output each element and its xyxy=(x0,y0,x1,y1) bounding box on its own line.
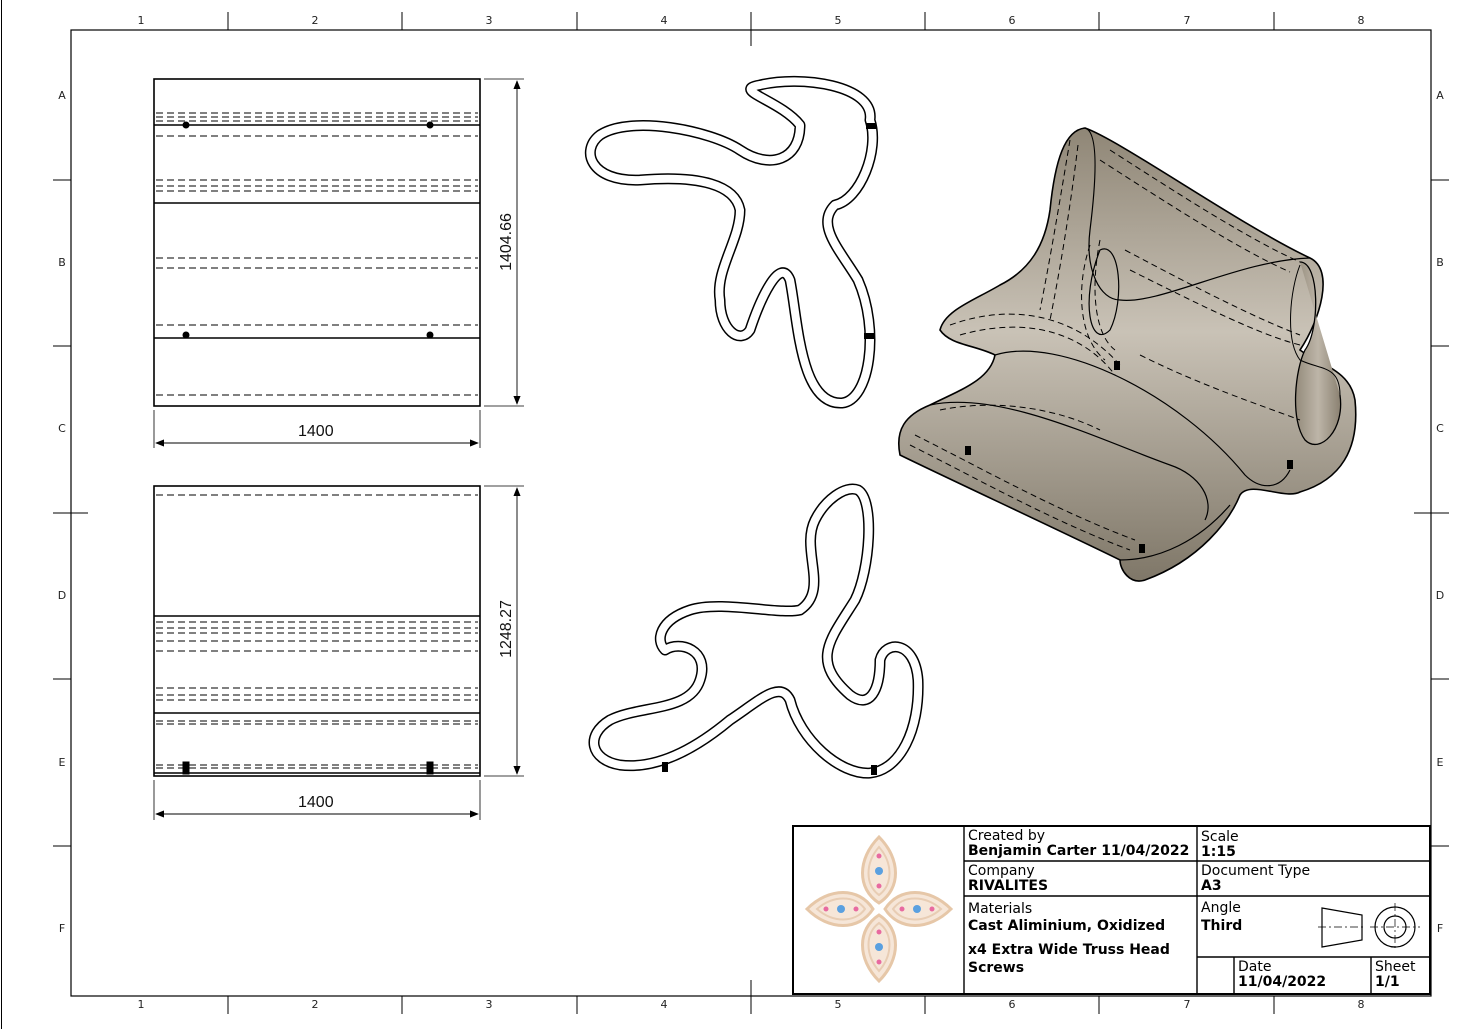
materials-value-2: x4 Extra Wide Truss Head xyxy=(968,942,1170,959)
grid-col-label: 8 xyxy=(1357,14,1365,27)
grid-col-label: 7 xyxy=(1183,14,1191,27)
front-view xyxy=(153,485,524,820)
angle-value: Third xyxy=(1201,917,1243,934)
grid-col-label: 8 xyxy=(1357,998,1365,1011)
sheet-cell: Sheet 1/1 xyxy=(1375,960,1415,989)
angle-label: Angle xyxy=(1201,900,1241,916)
grid-row-label: D xyxy=(57,589,67,602)
grid-col-label: 5 xyxy=(834,14,842,27)
grid-row-label: A xyxy=(58,89,66,102)
materials-value-1: Cast Aliminium, Oxidized xyxy=(968,917,1166,934)
grid-col-label: 6 xyxy=(1008,998,1016,1011)
grid-row-label: D xyxy=(1435,589,1445,602)
created-by-cell: Created by Benjamin Carter 11/04/2022 xyxy=(968,829,1189,858)
grid-col-label: 2 xyxy=(311,998,319,1011)
angle-cell: Angle Third xyxy=(1201,901,1242,933)
grid-row-label: F xyxy=(58,922,66,935)
grid-col-label: 5 xyxy=(834,998,842,1011)
isometric-view xyxy=(898,127,1357,582)
front-view-width-dim: 1400 xyxy=(298,794,334,811)
grid-col-label: 2 xyxy=(311,14,319,27)
grid-row-label: A xyxy=(1436,89,1444,102)
doctype-cell: Document Type A3 xyxy=(1201,864,1310,893)
grid-row-label: E xyxy=(1436,756,1444,769)
scale-cell: Scale 1:15 xyxy=(1201,830,1239,859)
grid-col-label: 7 xyxy=(1183,998,1191,1011)
doctype-label: Document Type xyxy=(1201,863,1311,879)
grid-row-label: E xyxy=(58,756,66,769)
company-label: Company xyxy=(968,863,1035,879)
company-logo xyxy=(805,834,953,983)
grid-col-label: 4 xyxy=(660,998,668,1011)
grid-col-label: 3 xyxy=(485,998,493,1011)
date-value: 11/04/2022 xyxy=(1238,973,1327,990)
grid-row-label: B xyxy=(58,256,66,269)
side-profile-bottom xyxy=(588,483,924,779)
sheet-value: 1/1 xyxy=(1375,973,1400,990)
top-view xyxy=(153,78,524,448)
created-by-label: Created by xyxy=(968,828,1046,844)
grid-row-label: B xyxy=(1436,256,1444,269)
materials-value-3: Screws xyxy=(968,960,1025,977)
materials-cell: Materials Cast Aliminium, Oxidized x4 Ex… xyxy=(968,902,1170,976)
company-value: RIVALITES xyxy=(968,877,1049,894)
grid-row-label: F xyxy=(1436,922,1444,935)
third-angle-projection-icon xyxy=(1318,903,1420,951)
created-by-value: Benjamin Carter 11/04/2022 xyxy=(968,842,1190,859)
materials-label: Materials xyxy=(968,901,1033,917)
scale-label: Scale xyxy=(1201,829,1239,845)
grid-ticks xyxy=(53,12,1449,1014)
side-profile-top xyxy=(585,75,879,409)
front-view-height-dim: 1248.27 xyxy=(498,600,515,658)
date-label: Date xyxy=(1238,959,1272,975)
top-view-height-dim: 1404.66 xyxy=(498,213,515,271)
doctype-value: A3 xyxy=(1201,877,1222,894)
grid-col-label: 6 xyxy=(1008,14,1016,27)
grid-col-label: 1 xyxy=(137,998,145,1011)
top-view-width-dim: 1400 xyxy=(298,423,334,440)
scale-value: 1:15 xyxy=(1201,843,1236,860)
company-cell: Company RIVALITES xyxy=(968,864,1048,893)
date-cell: Date 11/04/2022 xyxy=(1238,960,1326,989)
grid-col-label: 3 xyxy=(485,14,493,27)
grid-row-label: C xyxy=(58,422,66,435)
sheet-label: Sheet xyxy=(1375,959,1416,975)
grid-row-label: C xyxy=(1436,422,1444,435)
grid-col-label: 4 xyxy=(660,14,668,27)
grid-col-label: 1 xyxy=(137,14,145,27)
